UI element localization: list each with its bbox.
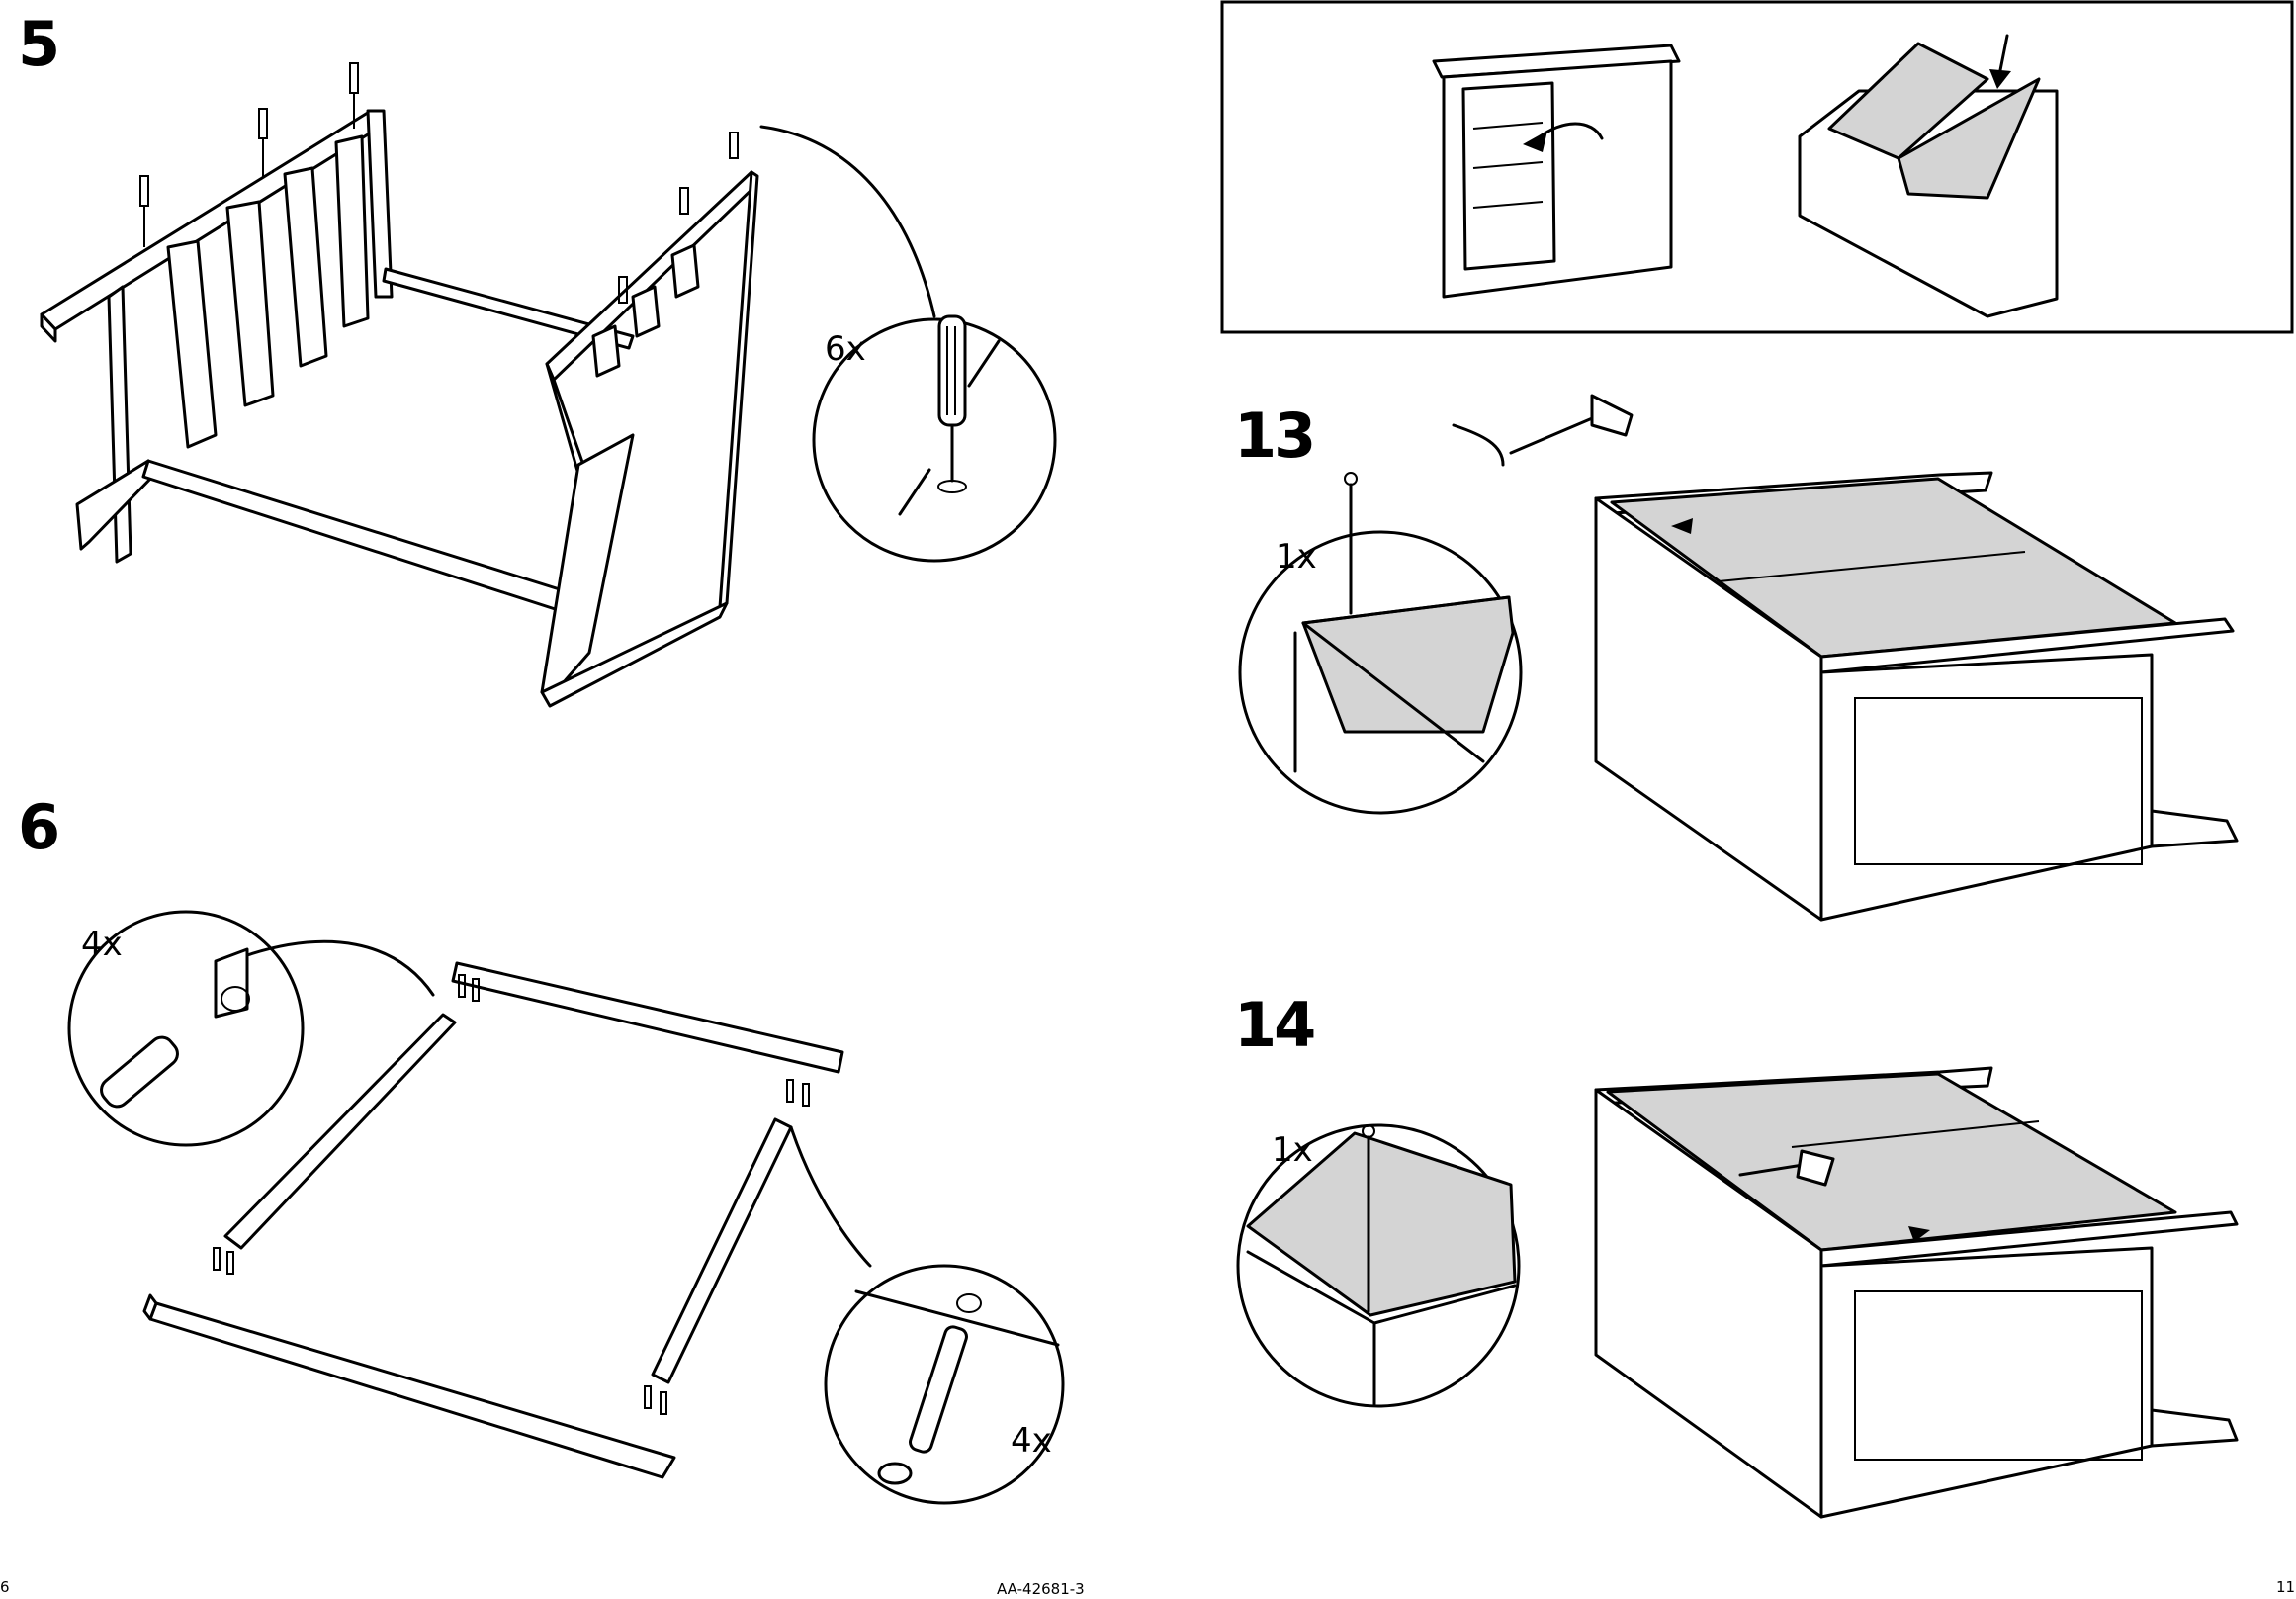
- step-13-quantity: 1x: [1276, 540, 1317, 574]
- step5-frame-illustration: [42, 63, 757, 706]
- step-6-number: 6: [18, 797, 57, 858]
- step-6-quantity-right: 4x: [1011, 1424, 1052, 1458]
- step-5-number: 5: [18, 14, 57, 75]
- step5-dowel-detail: [761, 127, 1055, 561]
- page-number-left: 6: [0, 1580, 10, 1595]
- document-code: AA-42681-3: [997, 1582, 1085, 1597]
- overview-box: [1222, 2, 2292, 332]
- step-5-quantity: 6x: [825, 332, 866, 366]
- page-number-right: 11: [2276, 1580, 2295, 1595]
- step14-drawer-illustration: [1596, 1068, 2237, 1517]
- step13-drawer-illustration: [1596, 473, 2237, 920]
- step-14-number: 14: [1234, 995, 1313, 1056]
- step6-frame-illustration: [144, 963, 842, 1477]
- step-14-quantity: 1x: [1272, 1133, 1313, 1167]
- step-13-number: 13: [1234, 405, 1313, 467]
- step13-nail-detail: [1240, 473, 1521, 813]
- step13-hammer-illustration: [1454, 396, 1632, 465]
- step-6-quantity-left: 4x: [81, 928, 123, 961]
- step6-dowel-detail: [69, 912, 433, 1145]
